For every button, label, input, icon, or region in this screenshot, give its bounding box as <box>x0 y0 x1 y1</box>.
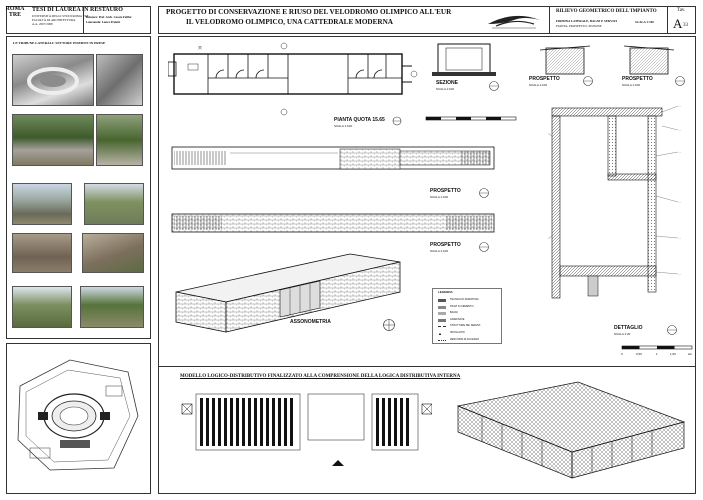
survey-detail: PIANTA, PROSPETTO, SEZIONE <box>556 24 602 28</box>
graphic-scale-top <box>425 116 517 121</box>
tav-number: A <box>673 16 683 31</box>
assonometria-label: ASSONOMETRIA <box>290 319 331 325</box>
prospetto-label-long2: PROSPETTO <box>430 242 461 248</box>
site-photo-2 <box>80 286 144 328</box>
scale-label: SCALA 1:100 <box>635 20 654 24</box>
dettaglio-marker-icon <box>667 325 677 335</box>
svg-text:—: — <box>679 274 682 276</box>
supervisor: Relatore: Prof. Arch. Cesare Feiffer <box>86 15 132 19</box>
prospetto-marker-icon-3 <box>479 188 489 198</box>
legend-box <box>432 288 502 344</box>
tav-sub: 33 <box>683 23 688 28</box>
north-arrow-icon <box>383 319 395 331</box>
legend-title: LEGENDA <box>438 290 453 294</box>
project-title-line2: IL VELODROMO OLIMPICO, UNA CATTEDRALE MO… <box>186 18 393 26</box>
prospetto-label-small1: PROSPETTO <box>529 76 560 82</box>
prospetto-label-long1: PROSPETTO <box>430 188 461 194</box>
prospetto-scale-long1: SCALA 1:100 <box>430 195 449 199</box>
faculty: FACOLTÀ DI ARCHITETTURA <box>32 18 76 22</box>
aerial-photo-1 <box>12 54 94 106</box>
scale-tick-3: 1,50 <box>670 352 676 356</box>
left-header-box <box>6 6 151 34</box>
svg-text:—: — <box>679 152 682 154</box>
dettaglio-scale: SCALA 1:20 <box>614 332 631 336</box>
prospetto-scale-small2: SCALA 1:100 <box>622 83 641 87</box>
prospetto-label-small2: PROSPETTO <box>622 76 653 82</box>
scale-tick-0: 0 <box>621 352 623 356</box>
scale-tick-4: 2m <box>688 352 693 356</box>
graphic-scale-detail <box>621 345 693 350</box>
scale-tick-1: 0,50 <box>636 352 642 356</box>
long-elevation-1 <box>171 146 495 170</box>
section-drawing <box>432 43 496 76</box>
building-photo-2 <box>84 183 144 225</box>
distribution-diagram <box>181 393 432 466</box>
interior-photo-1 <box>12 233 72 273</box>
prospetto-scale-long2: SCALA 1:100 <box>430 249 449 253</box>
construction-detail-drawing: — — — — — — <box>548 105 682 299</box>
prospetto-scale-small1: SCALA 1:100 <box>529 83 548 87</box>
sezione-scale: SCALA 1:100 <box>436 87 455 91</box>
axonometry-drawing <box>175 253 401 333</box>
section-marker-icon <box>392 116 402 126</box>
svg-text:—: — <box>679 202 682 204</box>
site-plan-drawing <box>17 359 139 471</box>
interior-photo-2 <box>82 233 144 273</box>
prospetto-marker-icon-1 <box>583 76 593 86</box>
svg-text:—: — <box>679 130 682 132</box>
university-logo: ROMA TRE <box>5 6 25 18</box>
survey-title: RILIEVO GEOMETRICO DELL'IMPIANTO <box>556 9 657 14</box>
floor-plan-drawing: ⤧ <box>168 42 418 116</box>
dettaglio-label: DETTAGLIO <box>614 325 643 331</box>
model-title: MODELLO LOGICO-DISTRIBUTIVO FINALIZZATO … <box>180 374 461 379</box>
prospetto-marker-icon-2 <box>675 76 685 86</box>
thesis-title: TESI DI LAUREA IN RESTAURO <box>32 7 123 13</box>
site-photo-1 <box>12 286 72 328</box>
year: A.A. 2007/2008 <box>32 22 53 26</box>
scale-tick-2: 1 <box>656 352 658 356</box>
trees-photo-2 <box>96 114 143 166</box>
pianta-label: PIANTA QUOTA 15.65 <box>334 117 385 123</box>
aerial-photo-2 <box>96 54 143 106</box>
prospetto-marker-icon-4 <box>479 242 489 252</box>
main-header-box <box>158 6 696 34</box>
university-name: UNIVERSITÀ DEGLI STUDI ROMA TRE <box>32 14 89 18</box>
building-photo-1 <box>12 183 72 225</box>
sezione-marker-icon <box>489 81 499 91</box>
velodrome-logo-icon <box>488 15 540 29</box>
svg-text:—: — <box>679 106 682 108</box>
project-title-line1: PROGETTO DI CONSERVAZIONE E RIUSO DEL VE… <box>166 8 452 16</box>
survey-subtitle: FIRMINA LATERALE, BAGNI E SERVIZI <box>556 19 618 23</box>
sezione-label: SEZIONE <box>436 80 458 86</box>
small-elevation-2 <box>624 45 675 75</box>
svg-text:—: — <box>679 238 682 240</box>
small-elevation-1 <box>540 45 591 75</box>
student: Laureanda: Laura Proietti <box>86 20 121 24</box>
tav-label: Tav. <box>677 8 686 13</box>
trees-photo-1 <box>12 114 94 166</box>
photo-caption-text <box>96 60 142 62</box>
left-section-title: LE TRIBUNE LATERALI: SETTORE INSERITI IN… <box>13 41 106 45</box>
pianta-scale: SCALA 1:100 <box>334 124 353 128</box>
long-elevation-2 <box>171 213 495 233</box>
svg-text:⤧: ⤧ <box>198 46 202 52</box>
model-axonometry-drawing <box>456 381 686 479</box>
